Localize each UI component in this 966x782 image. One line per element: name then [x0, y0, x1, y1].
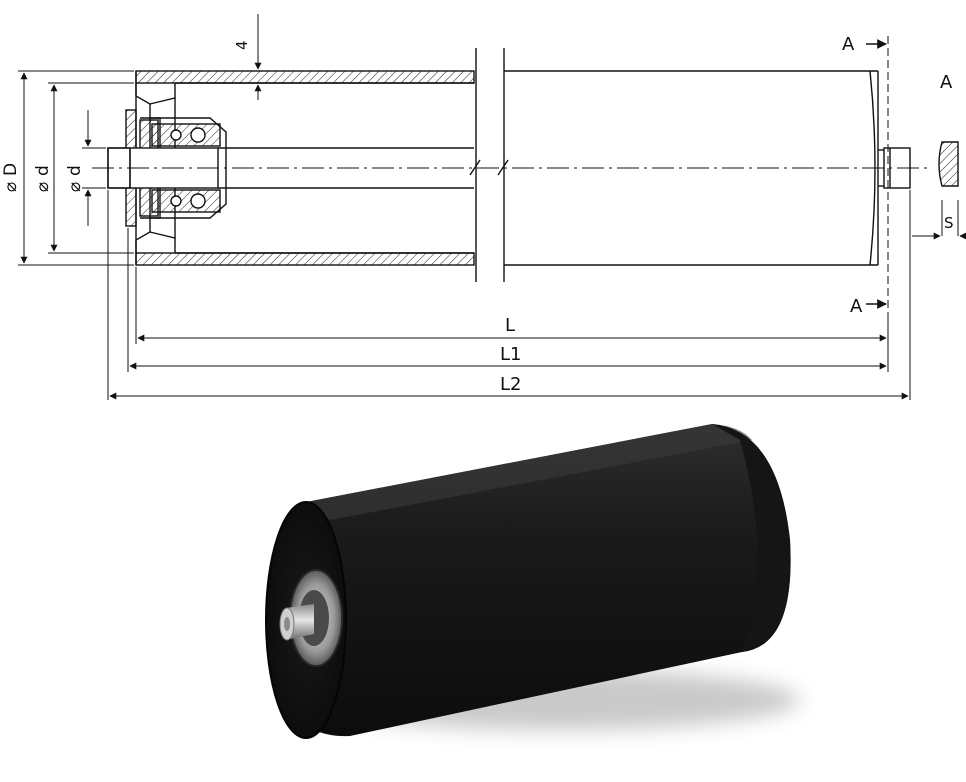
label-t-group: 4	[233, 40, 251, 50]
label-L: L	[505, 315, 515, 336]
label-d1-group: ⌀ d	[65, 165, 85, 192]
label-section-bottom: A	[850, 296, 863, 317]
technical-drawing	[18, 14, 966, 400]
label-section-top: A	[842, 34, 855, 55]
shaft-stub	[279, 604, 314, 641]
break-lines	[469, 48, 509, 282]
label-t: 4	[233, 40, 251, 50]
label-s: S	[944, 214, 954, 232]
label-section-view: A	[940, 72, 953, 93]
mark-d: ⌀	[33, 182, 53, 192]
tube-wall-top	[135, 70, 475, 84]
label-d1: d	[65, 165, 85, 176]
mark-d1: ⌀	[65, 182, 85, 192]
label-D-group: ⌀ D	[1, 163, 21, 192]
length-dimensions	[107, 190, 911, 400]
label-D: D	[1, 163, 21, 176]
diameter-dimensions	[18, 70, 134, 266]
roller-highlight	[306, 424, 752, 520]
roller-right-end	[712, 424, 791, 652]
section-view	[912, 141, 966, 240]
label-d: d	[33, 165, 53, 176]
drawing-labels: L L1 L2 A A A S 4 ⌀ D ⌀ d ⌀ d	[1, 34, 954, 395]
roller-render	[265, 424, 800, 739]
label-d-group: ⌀ d	[33, 165, 53, 192]
label-L2: L2	[500, 374, 521, 395]
tube-wall-bottom	[135, 252, 475, 266]
label-L1: L1	[500, 344, 521, 365]
mark-D: ⌀	[1, 182, 21, 192]
